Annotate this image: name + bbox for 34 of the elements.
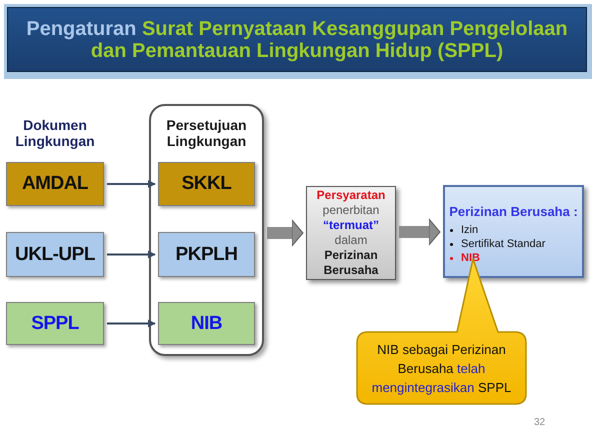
- permit-item: Izin: [461, 223, 478, 237]
- permit-item: NIB: [461, 251, 480, 265]
- approval-box: [158, 162, 255, 206]
- requirement-box: [306, 186, 396, 280]
- permit-box: [443, 185, 584, 278]
- document-box: [6, 302, 104, 345]
- requirement-text: dalam: [334, 233, 368, 248]
- document-name: AMDAL: [22, 173, 88, 195]
- approval-name: PKPLH: [176, 244, 238, 266]
- approval-box: [158, 232, 255, 277]
- group-heading: Persetujuan Lingkungan: [165, 117, 248, 149]
- requirement-text: “termuat”: [322, 218, 379, 233]
- document-box: [6, 232, 104, 277]
- arrow: [107, 180, 156, 188]
- requirement-text: penerbitan: [322, 203, 380, 218]
- page-number: 32: [534, 417, 546, 429]
- column-heading: Dokumen Lingkungan: [14, 117, 96, 149]
- document-name: UKL-UPL: [15, 244, 95, 266]
- permit-heading: Perizinan Berusaha :: [449, 204, 578, 220]
- callout-text: NIB sebagai Perizinan Berusaha telah mengintegrasikan SPPL: [370, 341, 512, 397]
- document-box: [6, 162, 104, 206]
- block-arrow: [399, 218, 440, 246]
- title: Pengaturan Surat Pernyataan Kesanggupan Pengelolaan dan Pemantauan Lingkungan Hidup (SPPL): [25, 18, 569, 62]
- approval-name: NIB: [190, 312, 222, 334]
- permit-item: Sertifikat Standar: [461, 237, 546, 251]
- document-name: SPPL: [31, 312, 79, 334]
- approval-group: [149, 104, 264, 356]
- approval-box: [158, 302, 255, 345]
- requirement-text: Persyaratan: [316, 188, 386, 203]
- arrow: [107, 320, 156, 328]
- block-arrow: [267, 220, 304, 246]
- approval-name: SKKL: [182, 173, 232, 195]
- requirement-text: Perizinan Berusaha: [322, 248, 380, 278]
- arrow: [107, 250, 156, 258]
